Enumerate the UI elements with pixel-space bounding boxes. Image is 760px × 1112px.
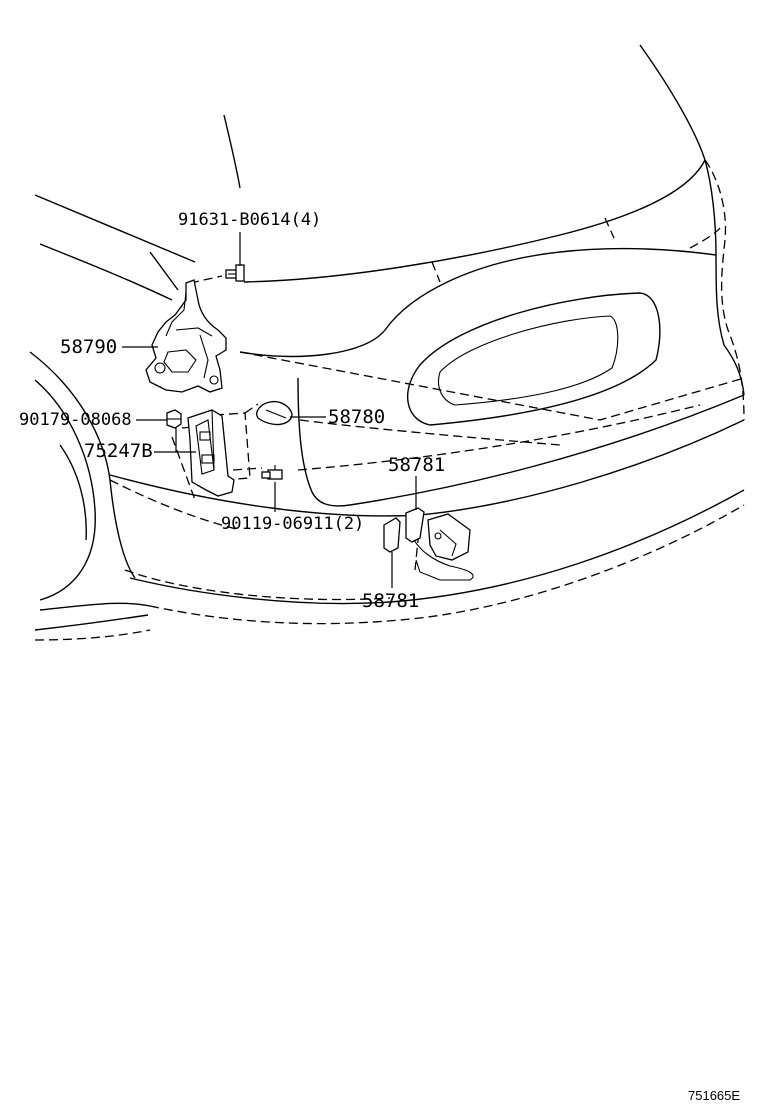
- label-58790: 58790: [60, 336, 118, 358]
- bracket-58781: [383, 507, 474, 581]
- hidden-body-lines: [34, 159, 745, 641]
- bracket-75247b: [187, 409, 235, 497]
- leader-lines: [122, 232, 417, 588]
- label-58780: 58780: [328, 406, 386, 428]
- label-58781-bottom: 58781: [362, 590, 420, 612]
- label-75247b: 75247B: [84, 440, 153, 462]
- clip-58780: [256, 400, 293, 426]
- screw-91631: [225, 264, 245, 282]
- label-90119-06911: 90119-06911(2): [221, 514, 365, 534]
- figure-code: 751665E: [688, 1088, 741, 1103]
- bracket-58790: [145, 279, 227, 393]
- nut-90179: [166, 409, 182, 429]
- label-58781-top: 58781: [388, 454, 446, 476]
- label-91631-b0614: 91631-B0614(4): [178, 210, 322, 230]
- label-90179-08068: 90179-08068: [19, 410, 132, 430]
- screw-90119: [261, 465, 283, 480]
